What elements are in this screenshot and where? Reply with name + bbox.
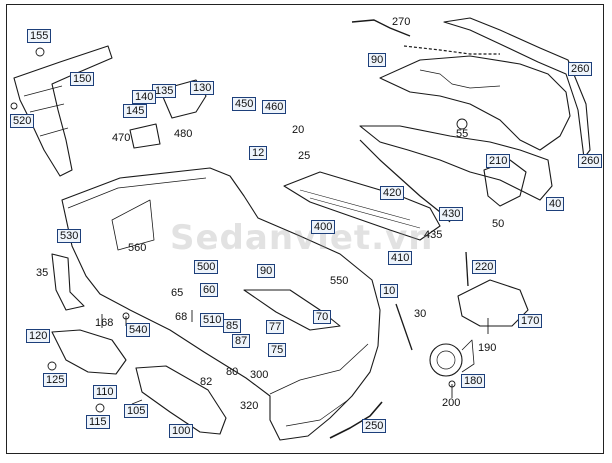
part-label-100: 100 [169,424,194,438]
part-label-430: 430 [439,207,464,221]
part-label-168: 168 [95,317,114,329]
part-label-125: 125 [43,373,68,387]
part-label-260: 260 [578,154,603,168]
lower-diffuser [359,125,553,201]
part-label-77: 77 [266,320,285,334]
part-label-540: 540 [126,323,151,337]
part-label-550: 550 [330,275,349,287]
part-label-210: 210 [486,154,511,168]
part-label-510: 510 [200,313,225,327]
part-label-300: 300 [250,369,269,381]
part-label-82: 82 [200,376,213,388]
part-label-30: 30 [414,308,427,320]
part-label-70: 70 [313,310,332,324]
part-label-480: 480 [174,128,193,140]
part-label-68: 68 [175,311,188,323]
part-label-35: 35 [36,267,49,279]
part-label-115: 115 [86,415,110,429]
part-label-25: 25 [298,150,311,162]
part-label-460: 460 [262,100,287,114]
part-label-220: 220 [472,260,497,274]
part-label-270: 270 [392,16,411,28]
part-label-65: 65 [171,287,184,299]
part-label-200: 200 [442,397,461,409]
part-label-120: 120 [26,329,51,343]
part-label-530: 530 [57,229,82,243]
part-label-450: 450 [232,97,257,111]
part-label-10: 10 [380,284,399,298]
part-label-250: 250 [362,419,387,433]
part-label-520: 520 [10,114,35,128]
part-label-12: 12 [249,146,268,160]
part-label-435: 435 [424,229,443,241]
part-label-110: 110 [93,385,117,399]
bumper-cover [61,167,381,441]
part-label-130: 130 [190,81,215,95]
part-label-560: 560 [128,242,147,254]
part-label-75: 75 [268,343,287,357]
trim-strip [359,139,451,223]
part-label-260: 260 [568,62,593,76]
part-label-180: 180 [461,374,486,388]
part-label-40: 40 [546,197,565,211]
center-grille [283,171,441,241]
part-label-87: 87 [232,334,251,348]
part-label-420: 420 [380,186,405,200]
part-label-190: 190 [478,342,497,354]
part-label-90: 90 [368,53,387,67]
part-label-85: 85 [223,319,242,333]
part-label-400: 400 [311,220,336,234]
part-label-470: 470 [112,132,131,144]
part-label-55: 55 [456,128,469,140]
diffuser [379,55,571,151]
part-label-60: 60 [200,283,219,297]
part-label-145: 145 [123,104,148,118]
side-bracket-left [13,45,113,177]
part-label-410: 410 [388,251,413,265]
part-label-20: 20 [292,124,305,136]
part-label-155: 155 [27,29,52,43]
part-label-105: 105 [124,404,149,418]
part-label-500: 500 [194,260,219,274]
part-label-170: 170 [518,314,543,328]
part-label-150: 150 [70,72,95,86]
part-label-90: 90 [257,264,276,278]
part-label-320: 320 [240,400,259,412]
part-label-50: 50 [492,218,505,230]
part-label-80: 80 [226,366,239,378]
part-label-140: 140 [132,90,157,104]
